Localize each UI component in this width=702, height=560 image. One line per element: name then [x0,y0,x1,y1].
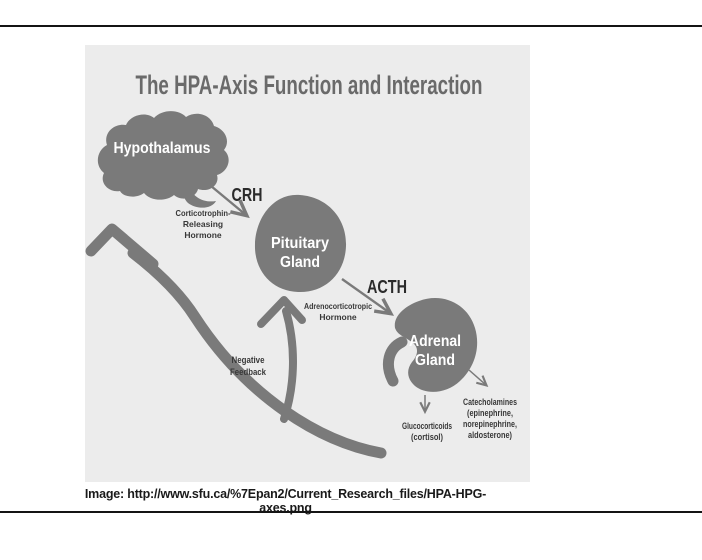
adrenal-tail-shape [382,336,408,387]
catecholamines-label-line2: (epinephrine, [467,408,513,418]
acth-name-line1: Adrenocorticotropic [304,301,372,311]
hypothalamus-node: Hypothalamus [97,111,229,208]
catecholamines-label-line3: norepinephrine, [463,419,517,429]
negative-feedback-arrow-to-pituitary [280,307,297,423]
diagram-title: The HPA-Axis Function and Interaction [136,70,483,100]
glucocorticoids-label-line2: (cortisol) [411,432,443,442]
negative-feedback-label-line2: Feedback [230,367,267,377]
adrenal-node: Adrenal Gland [382,298,478,392]
crh-abbr-label: CRH [232,185,263,205]
acth-arrow [341,278,395,316]
brain-stem-shape [183,187,216,208]
catecholamines-label-line1: Catecholamines [463,397,517,407]
top-rule [0,25,702,27]
hpa-axis-diagram: The HPA-Axis Function and Interaction Ne… [85,70,517,459]
negative-feedback-arrowhead-pituitary [257,296,306,328]
negative-feedback-label-line1: Negative [232,355,265,365]
brain-shape [97,111,229,200]
glucocorticoids-label-line1: Glucocorticoids [402,421,452,431]
negative-feedback-arrowhead-hypothalamus [85,223,159,270]
bottom-rule [0,511,702,513]
catecholamines-label-line4: aldosterone) [468,430,512,440]
pituitary-node: Pituitary Gland [254,194,347,293]
hypothalamus-label: Hypothalamus [114,140,211,157]
acth-name-line2: Hormone [319,312,357,322]
adrenal-label-line1: Adrenal [409,333,461,350]
crh-name-line3: Hormone [184,230,222,240]
crh-name-line2: Releasing [183,219,223,229]
adrenal-label-line2: Gland [415,352,455,369]
pituitary-label-line2: Gland [280,254,320,271]
pituitary-shape [254,194,347,293]
diagram-panel: The HPA-Axis Function and Interaction Ne… [85,45,530,482]
crh-arrow [210,185,250,219]
acth-abbr-label: ACTH [367,277,407,297]
crh-name-line1: Corticotrophin- [176,208,231,218]
adrenal-shape [394,298,478,392]
pituitary-label-line1: Pituitary [271,235,329,252]
catecholamines-arrow [468,369,489,388]
negative-feedback-arrow-to-hypothalamus [127,247,387,459]
